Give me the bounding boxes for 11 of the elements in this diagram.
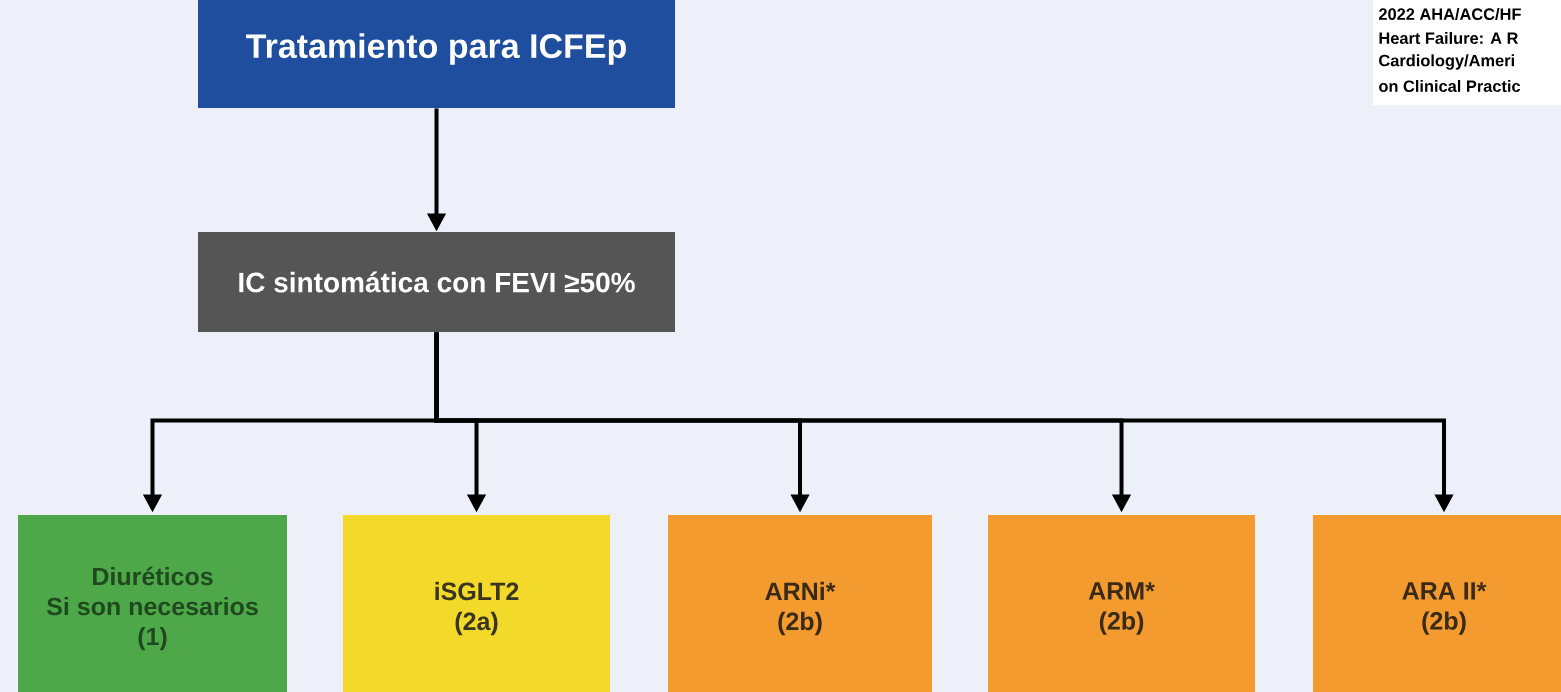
citation-text: on Clinical Practic — [1379, 80, 1521, 93]
process-box: IC sintomática con FEVI ≥50% — [198, 232, 675, 332]
treatment-box: Diuréticos Si son necesarios (1) — [18, 515, 287, 692]
treatment-box: ARA II* (2b) — [1313, 515, 1561, 692]
treatment-box: iSGLT2 (2a) — [343, 515, 610, 692]
treatment-box: ARM* (2b) — [988, 515, 1255, 692]
treatment-box: ARNi* (2b) — [668, 515, 932, 692]
citation-text: Cardiology/Ameri — [1379, 54, 1514, 70]
citation-text: Heart Failure: A R — [1379, 32, 1519, 44]
citation-text: 2022 AHA/ACC/HF — [1379, 7, 1521, 21]
title-box: Tratamiento para ICFEp — [198, 0, 675, 108]
